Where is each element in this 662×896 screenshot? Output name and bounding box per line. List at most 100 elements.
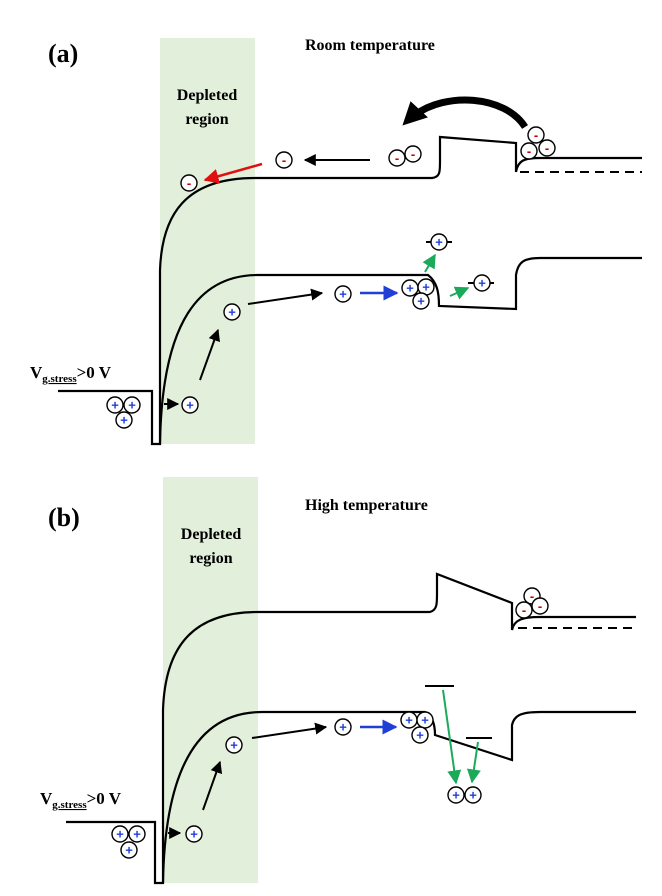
hole-arrow-green-up-a xyxy=(422,253,436,273)
panel-b: (b) High temperature Depleted region Vg.… xyxy=(40,477,636,885)
hole-symbol: + xyxy=(417,294,425,309)
hole-carrier: + xyxy=(412,292,430,310)
hole-symbol: + xyxy=(228,305,236,320)
hole-carrier: + xyxy=(334,285,352,303)
electron-circle xyxy=(404,145,422,163)
hole-circle xyxy=(120,841,138,859)
electron-symbol: - xyxy=(534,128,538,143)
hole-symbol: + xyxy=(120,413,128,428)
depleted-region-a xyxy=(160,38,255,444)
hole-arrow-green-right-a xyxy=(449,286,470,300)
hole-carrier: + xyxy=(115,411,133,429)
conduction-band-a xyxy=(158,135,642,444)
curved-arrow-head-a xyxy=(402,101,428,126)
conduction-band-b xyxy=(161,572,636,883)
hole-symbol: + xyxy=(125,843,133,858)
electron-circle xyxy=(520,142,538,160)
electron-symbol: - xyxy=(527,144,531,159)
hole-circle xyxy=(334,285,352,303)
electron-carrier: - xyxy=(180,174,198,192)
bias-label-a: Vg.stress>0 V xyxy=(30,363,112,385)
hole-carrier: + xyxy=(430,233,448,251)
hole-circle xyxy=(128,825,146,843)
hole-carrier: + xyxy=(416,711,434,729)
hole-symbol: + xyxy=(452,788,460,803)
hole-carrier: + xyxy=(185,825,203,843)
hole-symbol: + xyxy=(421,713,429,728)
hole-symbol: + xyxy=(405,713,413,728)
electron-symbol: - xyxy=(538,599,542,614)
electron-circle xyxy=(515,601,533,619)
hole-symbol: + xyxy=(116,827,124,842)
hole-carrier: + xyxy=(400,711,418,729)
electron-symbol: - xyxy=(545,141,549,156)
recombination-curved-arrow-a xyxy=(412,96,528,130)
depleted-label-a-2: region xyxy=(185,111,228,128)
hole-carrier: + xyxy=(123,396,141,414)
hole-arrow-2-a xyxy=(199,328,220,381)
hole-circle xyxy=(411,726,429,744)
electron-symbol: - xyxy=(187,176,191,191)
hole-symbol: + xyxy=(186,398,194,413)
hole-circle xyxy=(412,292,430,310)
hole-circle xyxy=(225,736,243,754)
electron-circle xyxy=(388,149,406,167)
panel-a: (a) Room temperature Depleted region Vg.… xyxy=(30,37,642,446)
hole-arrow-green-down-1-b xyxy=(442,689,462,785)
hole-symbol: + xyxy=(478,276,486,291)
hole-circle xyxy=(123,396,141,414)
hole-circle xyxy=(223,303,241,321)
hole-symbol: + xyxy=(422,280,430,295)
hole-carrier: + xyxy=(464,786,482,804)
electron-symbol: - xyxy=(395,151,399,166)
hole-arrow-2-b xyxy=(202,760,223,811)
valence-band-a xyxy=(58,256,642,446)
electron-circle xyxy=(527,126,545,144)
hole-circle xyxy=(430,233,448,251)
panel-label-a: (a) xyxy=(48,39,78,68)
electron-carrier: - xyxy=(515,601,533,619)
hole-symbol: + xyxy=(339,720,347,735)
electron-symbol: - xyxy=(411,147,415,162)
depleted-label-b-2: region xyxy=(189,550,232,567)
electron-carrier: - xyxy=(520,142,538,160)
hole-carrier: + xyxy=(106,396,124,414)
hole-symbol: + xyxy=(469,788,477,803)
electron-circle xyxy=(531,597,549,615)
depleted-region-b xyxy=(163,477,258,883)
hole-carrier: + xyxy=(334,718,352,736)
hole-carrier: + xyxy=(401,279,419,297)
hole-circle xyxy=(115,411,133,429)
panel-label-b: (b) xyxy=(48,503,80,532)
hole-symbol: + xyxy=(190,827,198,842)
hole-circle xyxy=(106,396,124,414)
hole-circle xyxy=(473,274,491,292)
electron-symbol: - xyxy=(282,153,286,168)
hole-symbol: + xyxy=(111,398,119,413)
hole-circle xyxy=(185,825,203,843)
hole-carrier: + xyxy=(225,736,243,754)
electron-circle xyxy=(275,151,293,169)
hole-arrow-3-a xyxy=(247,288,324,305)
hole-symbol: + xyxy=(406,281,414,296)
electron-carrier: - xyxy=(275,151,293,169)
hole-carrier: + xyxy=(181,396,199,414)
electron-arrow-red-a xyxy=(203,162,263,184)
hole-arrow-green-down-2-b xyxy=(466,741,481,784)
hole-carrier: + xyxy=(447,786,465,804)
electron-carrier: - xyxy=(388,149,406,167)
hole-carrier: + xyxy=(128,825,146,843)
hole-symbol: + xyxy=(230,738,238,753)
electron-carrier: - xyxy=(531,597,549,615)
hole-symbol: + xyxy=(133,827,141,842)
depleted-label-b-1: Depleted xyxy=(181,526,242,543)
hole-circle xyxy=(464,786,482,804)
hole-circle xyxy=(111,825,129,843)
hole-carrier: + xyxy=(411,726,429,744)
electron-symbol: - xyxy=(522,603,526,618)
electron-carrier: - xyxy=(404,145,422,163)
hole-symbol: + xyxy=(128,398,136,413)
carriers-layer: ++++++++++++++++++++++---------- xyxy=(106,126,556,859)
